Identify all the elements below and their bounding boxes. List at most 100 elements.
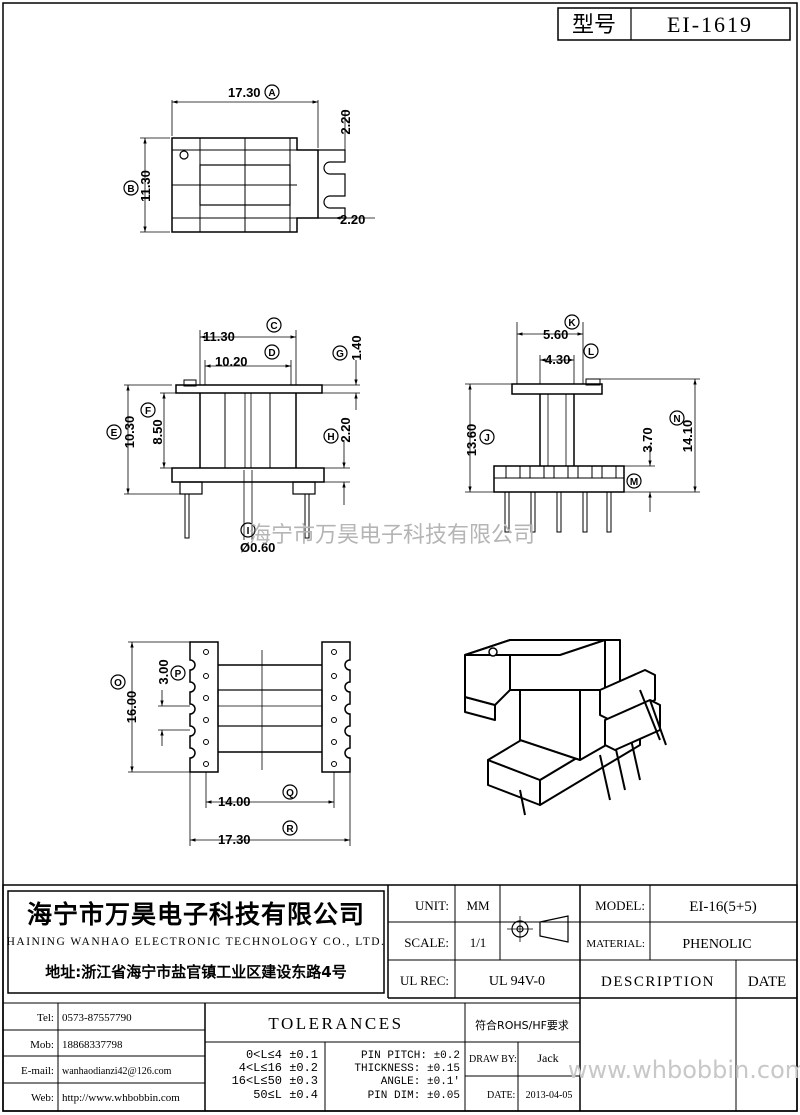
model-value: EI-16(5+5) — [689, 899, 757, 915]
web-value: http://www.whbobbin.com — [62, 1092, 180, 1104]
tol2-row-1: PIN PITCH: ±0.2 — [361, 1050, 460, 1062]
dim-e-text: 10.30 — [122, 416, 137, 449]
tol2-row-2: THICKNESS: ±0.15 — [354, 1063, 460, 1075]
dim-m-circle — [626, 473, 642, 489]
scale-label: SCALE: — [404, 935, 449, 950]
dim-g-text: 1.40 — [349, 335, 364, 360]
dim-j-text: 13.60 — [464, 424, 479, 457]
front-view-labels: 11.30 C 10.20 D 1.40 G 10.30 E 8.50 F 2.… — [106, 317, 364, 555]
tolerances-title: TOLERANCES — [268, 1014, 403, 1033]
material-label: MATERIAL: — [586, 938, 645, 950]
dim-r-letter: R — [286, 824, 294, 835]
dim-f-circle — [140, 402, 156, 418]
dim-e-letter: E — [111, 428, 118, 439]
title-block — [2, 884, 798, 1112]
date-header: DATE — [748, 974, 786, 990]
dim-m-letter: M — [630, 477, 638, 488]
dim-h-letter: H — [327, 432, 334, 443]
tol2-row-3: ANGLE: ±0.1' — [381, 1076, 460, 1088]
dim-k-circle — [564, 314, 580, 330]
top-view — [140, 100, 375, 233]
side-view-labels: 5.60 K 4.30 L 13.60 J 14.10 N 3.70 M — [464, 314, 695, 489]
date-value: 2013-04-05 — [526, 1090, 573, 1101]
dim-b-circle — [123, 180, 139, 196]
dim-p-letter: P — [175, 669, 182, 680]
dim-k-text: 5.60 — [543, 327, 568, 342]
dim-g-letter: G — [336, 349, 344, 360]
ul-label: UL REC: — [400, 973, 449, 988]
dim-d-text: 10.20 — [215, 354, 248, 369]
email-label: E-mail: — [21, 1065, 54, 1077]
web-label: Web: — [31, 1092, 54, 1104]
dim-n-letter: N — [673, 414, 680, 425]
draw-by-label: DRAW BY: — [469, 1054, 517, 1065]
tol2-row-4: PIN DIM: ±0.05 — [368, 1090, 460, 1102]
dim-e-circle — [106, 424, 122, 440]
dim-i-letter: I — [247, 526, 250, 537]
dim-n-text: 14.10 — [680, 420, 695, 453]
date-label: DATE: — [487, 1090, 515, 1101]
dim-q-letter: Q — [286, 788, 294, 799]
dim-k-letter: K — [568, 318, 576, 329]
dim-f-text: 8.50 — [150, 419, 165, 444]
dim-a-text: 17.30 — [228, 85, 261, 100]
unit-label: UNIT: — [415, 898, 449, 913]
dim-o-letter: O — [114, 678, 122, 689]
dim-h-circle — [323, 428, 339, 444]
company-name-cn: 海宁市万昊电子科技有限公司 — [27, 900, 365, 929]
dim-o-text: 16.00 — [124, 691, 139, 724]
dim-j-letter: J — [484, 433, 490, 444]
bottom-view-labels: 16.00 O 3.00 P 14.00 Q 17.30 R — [110, 659, 298, 847]
dim-m-text: 3.70 — [640, 427, 655, 452]
tel-value: 0573-87557790 — [62, 1012, 132, 1024]
mob-label: Mob: — [30, 1039, 54, 1051]
tol-row-4: 50≤L ±0.4 — [253, 1088, 318, 1102]
tel-label: Tel: — [37, 1012, 54, 1024]
model-label: MODEL: — [595, 898, 645, 913]
dim-c-text: 11.30 — [203, 329, 235, 344]
rohs-text: 符合ROHS/HF要求 — [475, 1018, 569, 1032]
dim-l-letter: L — [588, 347, 594, 358]
header-model-box: 型号 EI-1619 — [557, 7, 791, 41]
dim-i-circle — [240, 522, 256, 538]
dim-r-text: 17.30 — [218, 832, 251, 847]
tol-row-3: 16<L≤50 ±0.3 — [232, 1074, 318, 1088]
dim-slot-top-text: 2.20 — [338, 109, 353, 134]
dim-b-letter: B — [127, 184, 134, 195]
dim-c-circle — [266, 317, 282, 333]
dim-q-circle — [282, 784, 298, 800]
header-model-value: EI-1619 — [667, 12, 753, 37]
dim-slot-bottom-text: 2.20 — [340, 212, 365, 227]
dim-g-circle — [332, 345, 348, 361]
scale-value: 1/1 — [470, 935, 487, 950]
tol-row-2: 4<L≤16 ±0.2 — [239, 1061, 318, 1075]
dim-r-circle — [282, 820, 298, 836]
dim-l-circle — [583, 343, 599, 359]
dim-f-letter: F — [145, 406, 151, 417]
front-view — [124, 330, 360, 540]
description-header: DESCRIPTION — [601, 974, 715, 990]
dim-d-circle — [264, 344, 280, 360]
company-watermark: 海宁市万昊电子科技有限公司 — [249, 523, 535, 548]
tol-row-1: 0<L≤4 ±0.1 — [246, 1048, 318, 1062]
dim-i-text: Ø0.60 — [240, 540, 275, 555]
dim-j-circle — [479, 429, 495, 445]
dim-q-text: 14.00 — [218, 794, 251, 809]
dim-h-text: 2.20 — [338, 417, 353, 442]
side-view — [465, 322, 700, 533]
unit-value: MM — [466, 898, 490, 913]
company-address: 地址:浙江省海宁市盐官镇工业区建设东路4号 — [45, 963, 346, 981]
top-view-labels: 17.30 A 11.30 B 2.20 2.20 — [123, 84, 365, 227]
draw-by-value: Jack — [537, 1051, 558, 1065]
dim-a-letter: A — [268, 88, 275, 99]
dim-c-letter: C — [270, 321, 277, 332]
dim-b-text: 11.30 — [138, 170, 153, 202]
website-watermark: www.whbobbin.com — [568, 1056, 800, 1084]
title-block-text: 海宁市万昊电子科技有限公司 HAINING WANHAO ELECTRONIC … — [7, 898, 800, 1104]
material-value: PHENOLIC — [682, 937, 751, 952]
isometric-view — [464, 639, 667, 816]
mob-value: 18868337798 — [62, 1039, 123, 1051]
dim-d-letter: D — [268, 348, 275, 359]
dim-a-circle — [264, 84, 280, 100]
